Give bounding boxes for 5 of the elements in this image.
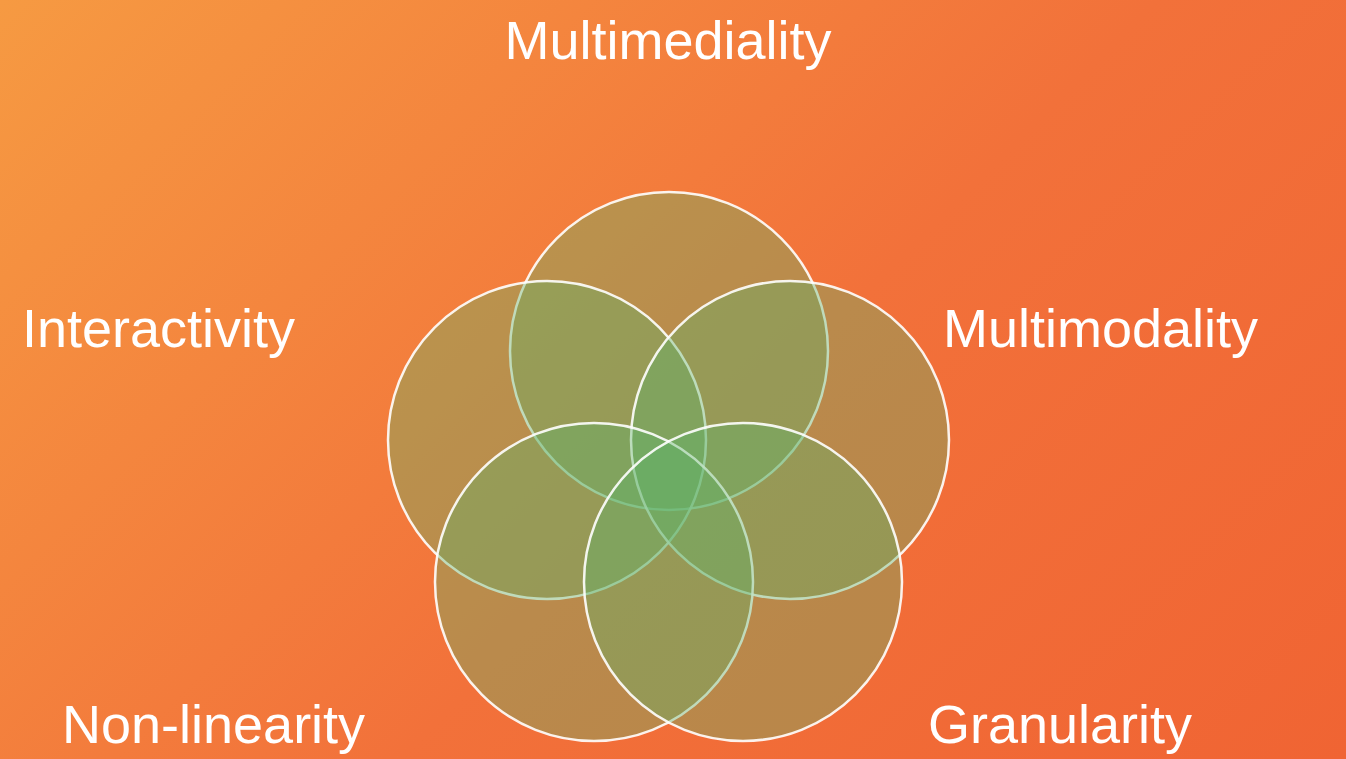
category-label: Multimodality [943,297,1259,360]
category-label: Granularity [928,693,1193,756]
category-label: Multimediality [504,9,832,72]
category-label: Non-linearity [62,693,366,756]
category-label: Interactivity [22,297,296,360]
